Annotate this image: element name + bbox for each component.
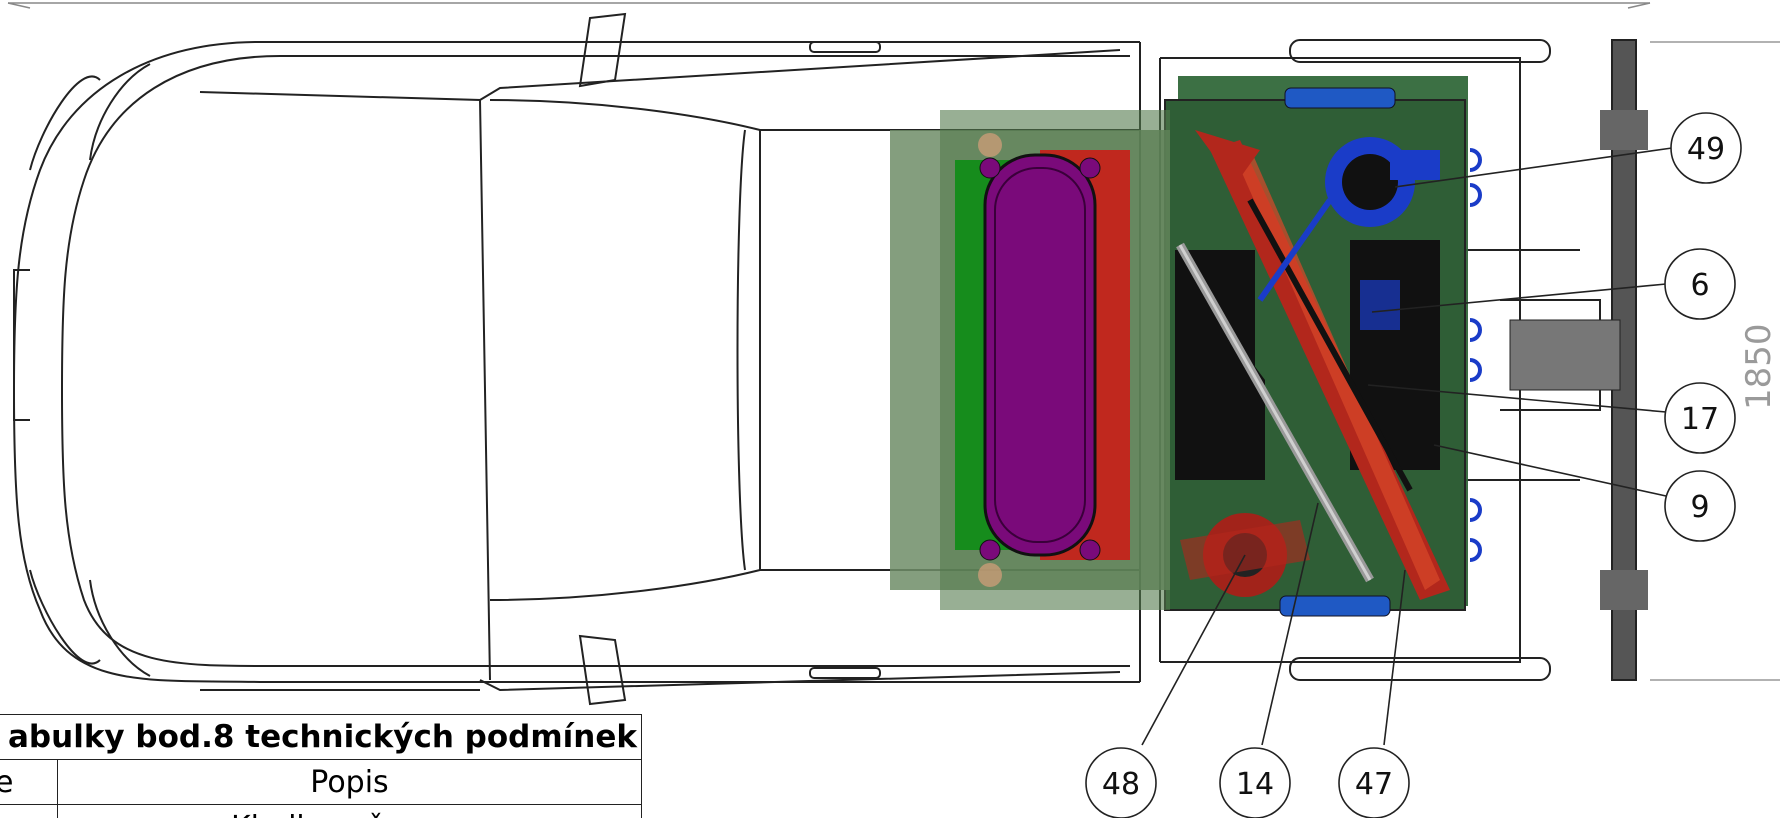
table-header-col1: e (0, 759, 58, 805)
balloon-9-label: 9 (1690, 490, 1709, 525)
dimension-value: 1850 (1739, 323, 1779, 410)
balloon-17: 17 (1664, 382, 1736, 454)
balloon-17-label: 17 (1681, 402, 1719, 437)
parts-table-wrapper: abulky bod.8 technických podmínek e Popi… (0, 0, 645, 818)
table-header-col2: Popis (57, 759, 642, 805)
balloon-48-label: 48 (1102, 767, 1140, 802)
cargo-bed (1164, 76, 1482, 617)
top-dimension-line (7, 2, 1651, 9)
table-cell (0, 804, 58, 818)
table-title: abulky bod.8 technických podmínek (0, 714, 642, 760)
table-row: Kladka s čepem (0, 804, 642, 818)
rear-bumper (1509, 39, 1648, 681)
balloon-47-label: 47 (1355, 767, 1393, 802)
table-cell-description: Kladka s čepem (57, 804, 642, 818)
balloon-9: 9 (1664, 470, 1736, 542)
leader-lines (1141, 147, 1673, 746)
tank-section (890, 110, 1170, 610)
balloon-14: 14 (1219, 747, 1291, 818)
balloon-49: 49 (1670, 112, 1742, 184)
balloon-6-label: 6 (1690, 268, 1709, 303)
right-dimension-line (1650, 41, 1780, 681)
balloon-48: 48 (1085, 747, 1157, 818)
parts-table: abulky bod.8 technických podmínek e Popi… (0, 714, 642, 818)
balloon-6: 6 (1664, 248, 1736, 320)
balloon-14-label: 14 (1236, 767, 1274, 802)
table-header-row: e Popis (0, 759, 642, 805)
balloon-47: 47 (1338, 747, 1410, 818)
balloon-49-label: 49 (1687, 132, 1725, 167)
table-title-row: abulky bod.8 technických podmínek (0, 714, 642, 760)
